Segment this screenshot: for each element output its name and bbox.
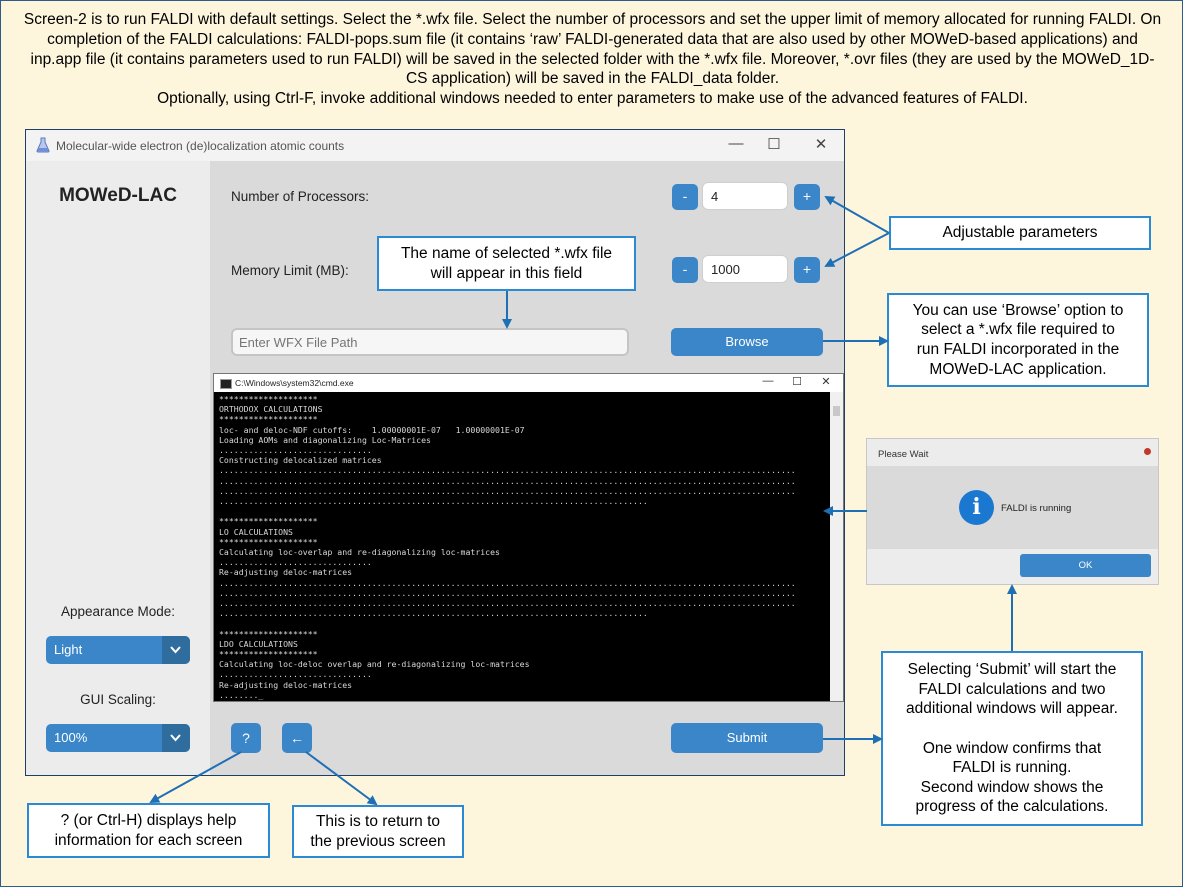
processors-increment-button[interactable]: +	[794, 184, 820, 210]
cmd-minimize-button[interactable]: —	[762, 375, 774, 387]
gui-scaling-value: 100%	[54, 730, 88, 745]
callout-back: This is to return to the previous screen	[292, 805, 464, 858]
cmd-line: ........................................…	[219, 496, 648, 507]
cmd-line: ********************	[219, 516, 318, 527]
cmd-line: ********************	[219, 649, 318, 660]
cmd-line: Constructing delocalized matrices	[219, 455, 382, 466]
cmd-line: ........................................…	[219, 608, 648, 619]
cmd-line: ........................................…	[219, 485, 796, 496]
processors-label: Number of Processors:	[231, 189, 370, 204]
callout-adjustable: Adjustable parameters	[889, 216, 1151, 250]
memory-decrement-button[interactable]: -	[672, 257, 698, 283]
cmd-line: ........................................…	[219, 465, 796, 476]
arrow-to-help-callout	[149, 751, 242, 803]
processors-value[interactable]: 4	[702, 182, 788, 210]
cmd-line: ********************	[219, 628, 318, 639]
callout-browse: You can use ‘Browse’ option to select a …	[887, 293, 1149, 387]
cmd-line: ********************	[219, 536, 318, 547]
dialog-close-icon[interactable]	[1144, 448, 1151, 455]
callout-submit: Selecting ‘Submit’ will start the FALDI …	[881, 651, 1143, 826]
cmd-line: ........_	[219, 689, 264, 700]
info-icon: i	[959, 490, 994, 525]
cmd-line: LO CALCULATIONS	[219, 526, 293, 537]
callout-help: ? (or Ctrl-H) displays help information …	[27, 803, 270, 858]
processors-decrement-button[interactable]: -	[672, 184, 698, 210]
cmd-line: loc- and deloc-NDF cutoffs: 1.00000001E-…	[219, 424, 525, 435]
cmd-line: ........................................…	[219, 598, 796, 609]
app-titlebar: Molecular-wide electron (de)localization…	[26, 130, 844, 161]
memory-stepper: - 1000 +	[672, 255, 822, 285]
app-heading: MOWeD-LAC	[59, 185, 177, 206]
cmd-window-title: C:\Windows\system32\cmd.exe	[235, 378, 354, 388]
processors-stepper: - 4 +	[672, 182, 822, 212]
cmd-line: Re-adjusting deloc-matrices	[219, 567, 353, 578]
dialog-message: FALDI is running	[1001, 503, 1072, 514]
cmd-line: ********************	[219, 394, 318, 404]
arrow-to-processors	[824, 196, 890, 234]
cmd-scrollbar-thumb[interactable]	[833, 406, 840, 416]
arrow-to-memory	[824, 232, 890, 267]
cmd-line: ...............................	[219, 669, 372, 680]
cmd-line: Loading AOMs and diagonalizing Loc-Matri…	[219, 434, 431, 445]
dialog-body: i FALDI is running	[867, 466, 1158, 549]
cmd-line: ORTHODOX CALCULATIONS	[219, 404, 323, 415]
sidebar: MOWeD-LAC Appearance Mode: Light GUI Sca…	[26, 161, 210, 775]
maximize-button[interactable]: ☐	[767, 136, 781, 153]
help-button[interactable]: ?	[231, 723, 261, 753]
cmd-maximize-button[interactable]: ☐	[792, 376, 802, 388]
appearance-mode-label: Appearance Mode:	[60, 604, 176, 619]
close-button[interactable]: ✕	[814, 136, 828, 153]
callout-wfx-field: The name of selected *.wfx file will app…	[377, 236, 636, 291]
submit-button[interactable]: Submit	[671, 723, 823, 753]
cmd-close-button[interactable]: ✕	[821, 376, 831, 388]
gui-scaling-dropdown[interactable]: 100%	[46, 724, 190, 752]
cmd-line: LDO CALCULATIONS	[219, 638, 298, 649]
memory-label: Memory Limit (MB):	[231, 263, 349, 278]
cmd-line: ...............................	[219, 445, 372, 456]
flask-icon	[36, 137, 50, 153]
chevron-down-icon[interactable]	[162, 636, 190, 664]
cmd-line: ........................................…	[219, 587, 796, 598]
cmd-window: C:\Windows\system32\cmd.exe — ☐ ✕ ******…	[213, 373, 844, 702]
cmd-line: ********************	[219, 414, 318, 425]
cmd-line: ........................................…	[219, 475, 796, 486]
memory-increment-button[interactable]: +	[794, 257, 820, 283]
intro-text: Screen-2 is to run FALDI with default se…	[23, 11, 1162, 108]
cmd-line: Re-adjusting deloc-matrices	[219, 679, 353, 690]
cmd-titlebar: C:\Windows\system32\cmd.exe — ☐ ✕	[214, 374, 843, 392]
appearance-mode-dropdown[interactable]: Light	[46, 636, 190, 664]
cmd-line: ........................................…	[219, 577, 796, 588]
minimize-button[interactable]: —	[728, 135, 744, 152]
appearance-mode-value: Light	[54, 642, 83, 657]
cmd-output-lines: ********************ORTHODOX CALCULATION…	[219, 394, 796, 700]
arrow-to-back-callout	[305, 751, 378, 806]
cmd-line: Calculating loc-deloc overlap and re-dia…	[219, 659, 530, 670]
app-window-title: Molecular-wide electron (de)localization…	[56, 139, 345, 153]
cmd-output: ********************ORTHODOX CALCULATION…	[214, 392, 830, 701]
memory-value[interactable]: 1000	[702, 255, 788, 283]
please-wait-dialog: Please Wait i FALDI is running OK	[866, 438, 1159, 585]
dialog-title: Please Wait	[878, 449, 929, 460]
cmd-line: Calculating loc-overlap and re-diagonali…	[219, 547, 500, 558]
terminal-icon	[220, 379, 232, 389]
chevron-down-icon[interactable]	[162, 724, 190, 752]
wfx-file-path-input[interactable]	[231, 328, 629, 356]
cmd-line: ...............................	[219, 557, 372, 568]
back-button[interactable]: ←	[282, 723, 312, 753]
gui-scaling-label: GUI Scaling:	[80, 692, 156, 707]
browse-button[interactable]: Browse	[671, 328, 823, 356]
cmd-scrollbar[interactable]	[830, 392, 843, 701]
ok-button[interactable]: OK	[1020, 554, 1151, 577]
